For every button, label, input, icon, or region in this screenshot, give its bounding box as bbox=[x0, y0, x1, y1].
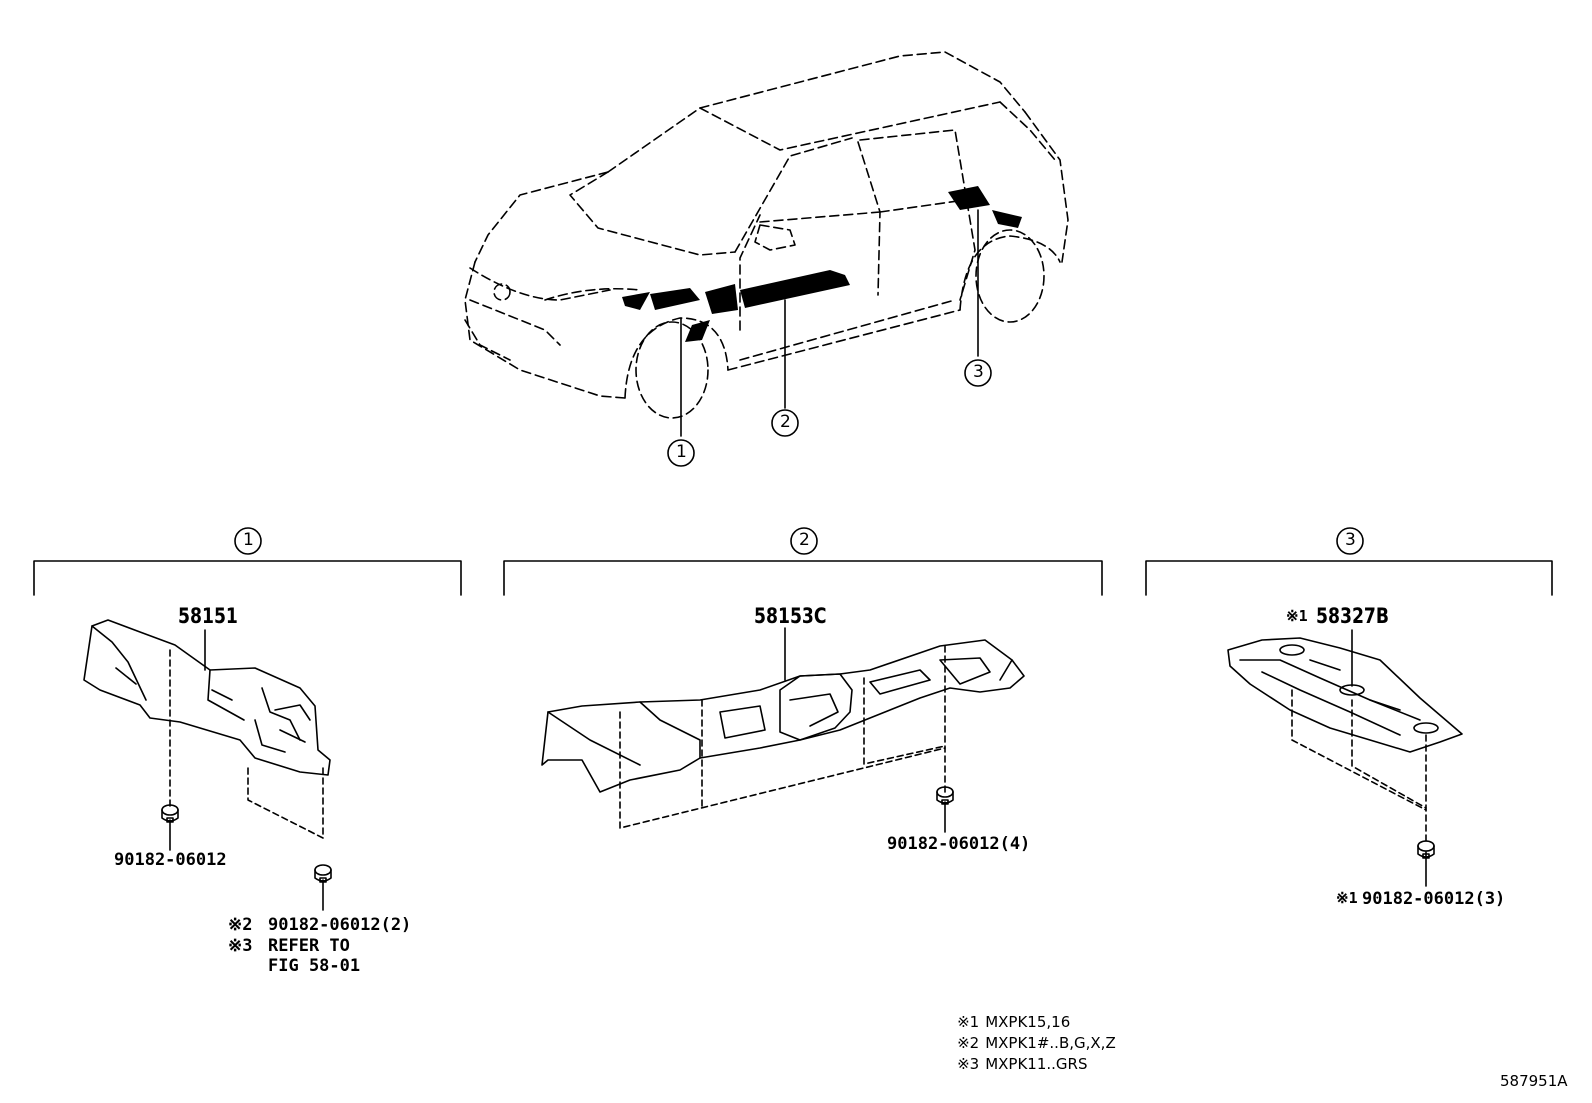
group-brackets bbox=[33, 527, 1553, 596]
clip-icon bbox=[1417, 840, 1435, 859]
figure-id: 587951A bbox=[1500, 1072, 1568, 1090]
note-mark-2: ※2 bbox=[228, 915, 253, 935]
clip-part-number: 90182-06012(3) bbox=[1362, 889, 1506, 909]
part-number-58153c: 58153C bbox=[754, 604, 827, 628]
part-58327b-leader-lines bbox=[1291, 629, 1427, 887]
part-58153c-drawing bbox=[541, 639, 1025, 793]
callout-number-car-1: 1 bbox=[676, 442, 687, 462]
legend-text: MXPK1#..B,G,X,Z bbox=[985, 1034, 1116, 1052]
legend-mark: ※1 bbox=[957, 1013, 980, 1031]
callout-number-car-2: 2 bbox=[780, 412, 791, 432]
clip-icon bbox=[314, 864, 332, 883]
clip-note-mark: ※1 bbox=[1336, 889, 1358, 907]
note-3-text: REFER TO bbox=[268, 936, 350, 956]
vehicle-callout-leaders bbox=[680, 209, 979, 437]
part-number-58151: 58151 bbox=[178, 604, 238, 628]
clip-part-number: 90182-06012(4) bbox=[887, 834, 1031, 854]
part-58151-leader-lines bbox=[169, 629, 324, 911]
note-mark-3: ※3 bbox=[228, 936, 253, 956]
legend-text: MXPK15,16 bbox=[985, 1013, 1071, 1031]
clip-icon bbox=[161, 804, 179, 823]
callout-number-car-3: 3 bbox=[973, 362, 984, 382]
part-58327b-drawing bbox=[1227, 637, 1463, 753]
legend-text: MXPK11..GRS bbox=[985, 1055, 1088, 1073]
clip-part-number-note-2: 90182-06012(2) bbox=[268, 915, 412, 935]
legend-row-1: ※1 MXPK15,16 bbox=[938, 1000, 1070, 1045]
part-58153c-leader-lines bbox=[619, 627, 946, 833]
legend-mark: ※3 bbox=[957, 1055, 980, 1073]
legend-row-2: ※2 MXPK1#..B,G,X,Z bbox=[938, 1021, 1116, 1066]
callout-number-group-2: 2 bbox=[799, 530, 810, 550]
legend-mark: ※2 bbox=[957, 1034, 980, 1052]
part-58327b-note-mark: ※1 bbox=[1286, 607, 1308, 625]
part-58151-drawing bbox=[83, 619, 331, 776]
part-number-58327b: 58327B bbox=[1316, 604, 1390, 628]
callout-number-group-3: 3 bbox=[1345, 530, 1356, 550]
vehicle-callout-circles bbox=[667, 359, 992, 467]
clip-part-number: 90182-06012 bbox=[114, 850, 227, 870]
legend-row-3: ※3 MXPK11..GRS bbox=[938, 1042, 1088, 1087]
insulator-locations bbox=[622, 186, 1022, 342]
note-3-text-line2: FIG 58-01 bbox=[268, 956, 361, 976]
callout-number-group-1: 1 bbox=[243, 530, 254, 550]
clip-icon bbox=[936, 786, 954, 805]
